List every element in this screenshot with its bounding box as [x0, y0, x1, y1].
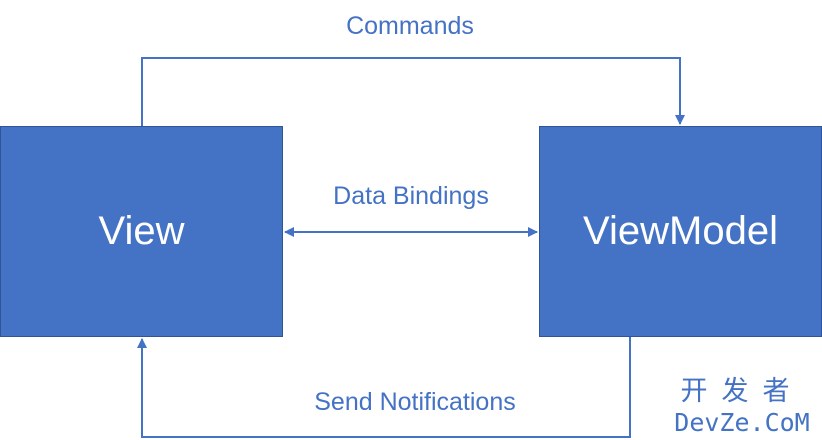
watermark-chinese: 开发者	[680, 376, 804, 406]
viewmodel-node: ViewModel	[539, 126, 822, 337]
send-notifications-arrow	[137, 337, 631, 438]
view-node: View	[0, 126, 283, 337]
watermark: 开发者 DevZe.CoM	[662, 376, 822, 437]
data-bindings-label: Data Bindings	[333, 182, 489, 210]
commands-label: Commands	[346, 12, 474, 40]
commands-arrow	[141, 57, 685, 126]
send-notifications-label: Send Notifications	[314, 388, 516, 416]
watermark-latin: DevZe.CoM	[674, 408, 810, 437]
view-node-label: View	[98, 209, 185, 253]
viewmodel-node-label: ViewModel	[583, 209, 778, 253]
